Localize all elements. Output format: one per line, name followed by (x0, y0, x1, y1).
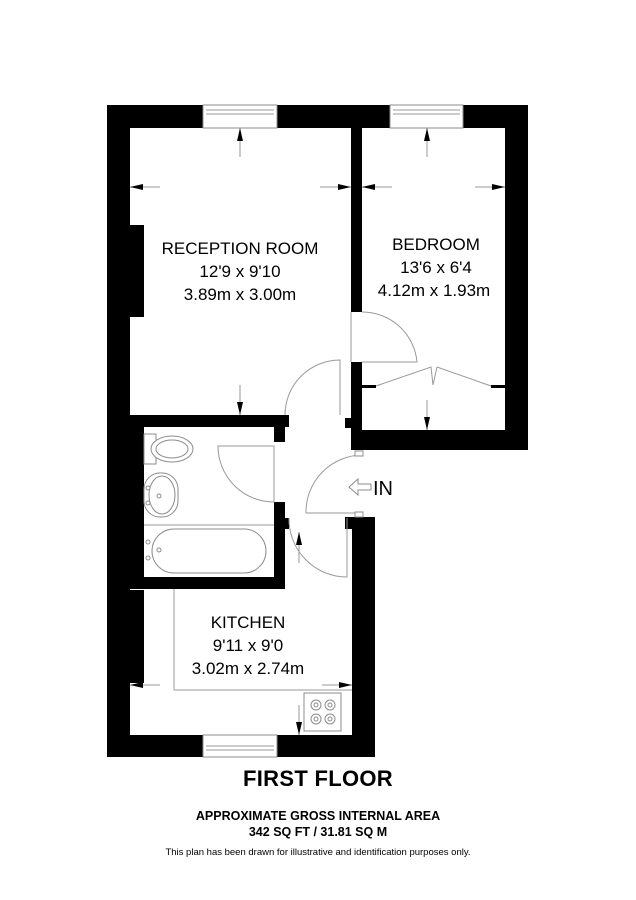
floor-title: FIRST FLOOR (243, 766, 393, 791)
kitchen-worktop (173, 589, 352, 691)
windows (202, 104, 464, 758)
room-size-imperial: 9'11 x 9'0 (213, 636, 283, 655)
window-kitchen (202, 734, 278, 758)
room-name: RECEPTION ROOM (162, 239, 319, 258)
room-name: KITCHEN (211, 613, 286, 632)
toilet-icon (143, 433, 194, 465)
door-kitchen (288, 517, 348, 578)
area-title: APPROXIMATE GROSS INTERNAL AREA (195, 809, 441, 823)
room-size-metric: 3.89m x 3.00m (184, 285, 296, 304)
entrance-arrow-icon (348, 477, 372, 497)
room-size-metric: 3.02m x 2.74m (192, 659, 304, 678)
doors (217, 311, 492, 578)
wardrobe-doors (375, 366, 492, 387)
walls (107, 105, 528, 757)
door-entrance (305, 450, 364, 518)
window-reception (202, 104, 278, 129)
room-reception: RECEPTION ROOM 12'9 x 9'10 3.89m x 3.00m (162, 239, 319, 304)
door-reception (284, 359, 341, 416)
area-value: 342 SQ FT / 31.81 SQ M (248, 825, 388, 839)
wash-basin-icon (143, 472, 179, 518)
disclaimer: This plan has been drawn for illustrativ… (165, 847, 471, 858)
door-bathroom (217, 445, 275, 503)
room-bedroom: BEDROOM 13'6 x 6'4 4.12m x 1.93m (378, 235, 490, 300)
room-size-imperial: 13'6 x 6'4 (400, 258, 472, 277)
gross-internal-area: APPROXIMATE GROSS INTERNAL AREA 342 SQ F… (0, 808, 636, 840)
hob-icon (303, 692, 342, 732)
dimension-arrows (130, 128, 505, 735)
room-kitchen: KITCHEN 9'11 x 9'0 3.02m x 2.74m (192, 613, 304, 678)
room-size-metric: 4.12m x 1.93m (378, 281, 490, 300)
fixtures (143, 433, 352, 732)
room-size-imperial: 12'9 x 9'10 (199, 262, 280, 281)
window-bedroom (389, 104, 464, 129)
room-name: BEDROOM (392, 235, 480, 254)
bathtub-icon (145, 528, 267, 574)
entrance-label: IN (373, 478, 393, 500)
door-bedroom (350, 311, 418, 363)
